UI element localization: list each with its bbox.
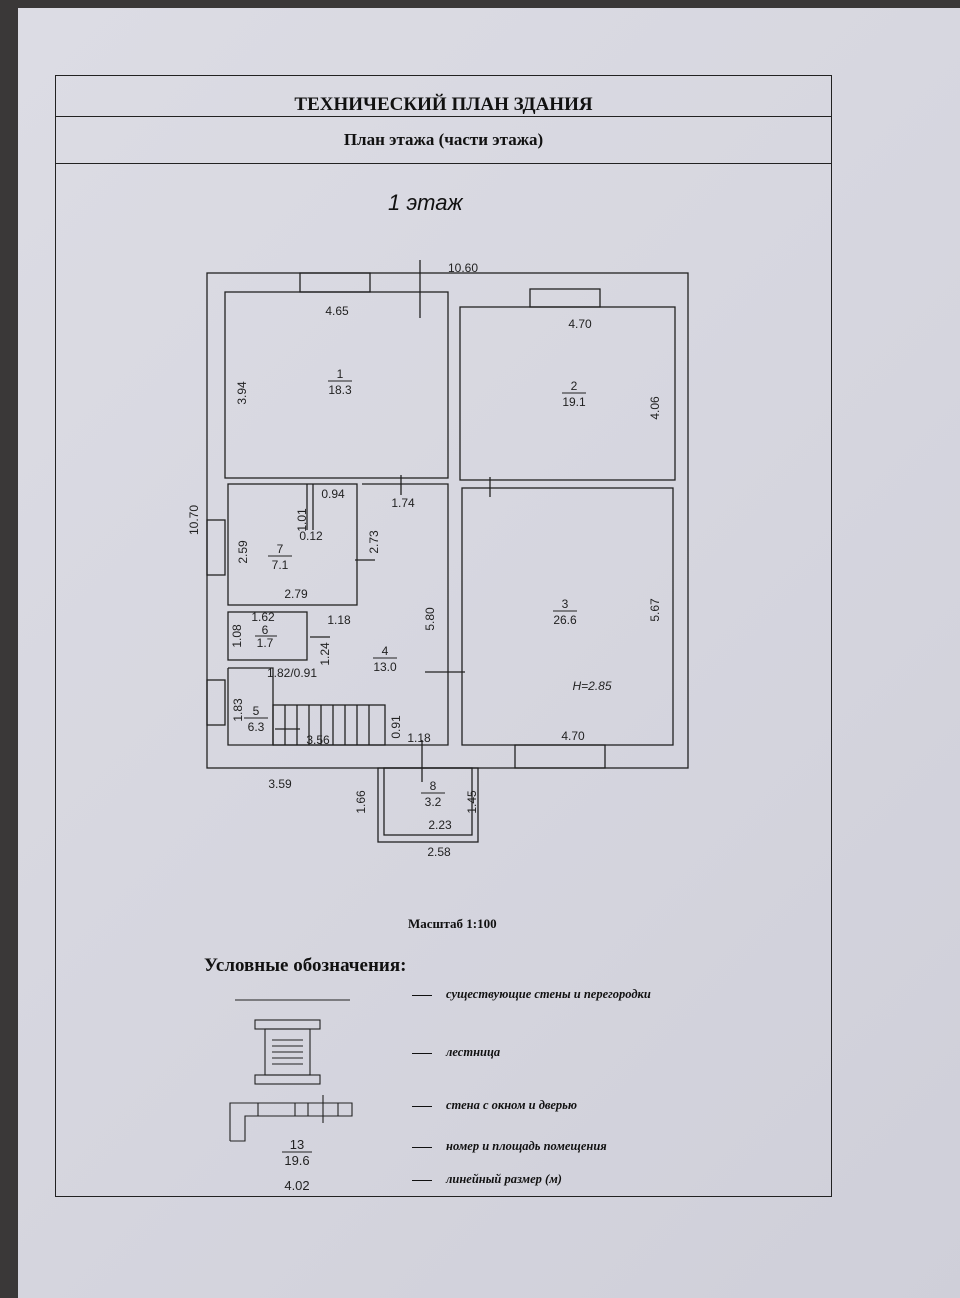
room-7-area: 7.1 <box>272 558 289 572</box>
dim-label: 1.18 <box>407 731 431 745</box>
dim-label: 4.70 <box>568 317 592 331</box>
room-1-number: 1 <box>337 367 344 381</box>
room-4-number: 4 <box>382 644 389 658</box>
dim-label: 1.66 <box>354 790 368 814</box>
dim-label: 1.18 <box>327 613 351 627</box>
room-6-outline <box>227 611 308 661</box>
window-left <box>206 519 226 576</box>
legend-item-dimension: линейный размер (м) <box>412 1172 562 1187</box>
dim-label: 1.83 <box>231 698 245 722</box>
dim-label: 3.59 <box>268 777 292 791</box>
dim-label: 0.12 <box>299 529 323 543</box>
room-3-area: 26.6 <box>553 613 577 627</box>
dim-label: 4.65 <box>325 304 349 318</box>
dim-label: 5.67 <box>648 598 662 622</box>
dim-label: 3.56 <box>306 733 330 747</box>
document-subtitle: План этажа (части этажа) <box>55 117 832 164</box>
walls <box>206 260 689 843</box>
scale-label: Масштаб 1:100 <box>408 916 497 931</box>
document-title: ТЕХНИЧЕСКИЙ ПЛАН ЗДАНИЯ <box>55 75 832 117</box>
room-2-area: 19.1 <box>562 395 586 409</box>
legend-title: Условные обозначения: <box>204 955 407 976</box>
legend-sample-area: 19.6 <box>284 1153 310 1168</box>
page-frame <box>55 75 832 1197</box>
room-6-area: 1.7 <box>257 636 274 650</box>
dim-label: 1.74 <box>391 496 415 510</box>
legend-symbols <box>229 999 353 1153</box>
room-8-area: 3.2 <box>425 795 442 809</box>
window-top-left <box>299 272 371 293</box>
document-page <box>18 8 960 1298</box>
dimension-labels: 10.60 10.70 4.65 3.94 4.70 4.06 0.94 1.0… <box>187 261 662 859</box>
room-1-area: 18.3 <box>328 383 352 397</box>
dim-label: 1.01 <box>295 508 309 532</box>
dim-label: 2.59 <box>236 540 250 564</box>
dim-label: 2.79 <box>284 587 308 601</box>
room-8-outline <box>383 767 473 836</box>
dim-label: 0.91 <box>389 715 403 739</box>
legend-window-door-symbol <box>229 1095 353 1142</box>
room-5-number: 5 <box>253 704 260 718</box>
window-top-right <box>529 288 601 308</box>
dim-label: 1.24 <box>318 642 332 666</box>
dim-label: 4.70 <box>561 729 585 743</box>
dim-overall-height: 10.70 <box>187 505 201 535</box>
room-6-number: 6 <box>262 623 269 637</box>
ceiling-height: H=2.85 <box>572 679 611 693</box>
room-2-number: 2 <box>571 379 578 393</box>
dim-label: 0.94 <box>321 487 345 501</box>
legend-sample-number: 13 <box>289 1137 305 1152</box>
dim-label: 1.45 <box>465 790 479 814</box>
dim-overall-width: 10.60 <box>448 261 478 275</box>
dim-label: 5.80 <box>423 607 437 631</box>
dim-label: 2.23 <box>428 818 452 832</box>
room-labels: 1 18.3 2 19.1 3 26.6 4 13.0 5 6.3 6 1.7 … <box>244 367 586 809</box>
room-3-number: 3 <box>562 597 569 611</box>
room-4-area: 13.0 <box>373 660 397 674</box>
legend-item-walls: существующие стены и перегородки <box>412 987 651 1002</box>
room-7-number: 7 <box>277 542 284 556</box>
room-7-outline <box>227 483 358 606</box>
window-left-lower <box>206 679 226 726</box>
window-bottom <box>514 744 606 769</box>
dim-label: 1.82/0.91 <box>267 666 317 680</box>
legend-sample-dimension: 4.02 <box>284 1178 310 1193</box>
legend-item-room-number: номер и площадь помещения <box>412 1139 607 1154</box>
legend-item-window-door: стена с окном и дверью <box>412 1098 577 1113</box>
dim-label: 4.06 <box>648 396 662 420</box>
dim-label: 1.62 <box>251 610 275 624</box>
dim-label: 3.94 <box>235 381 249 405</box>
stairs <box>272 704 386 746</box>
room-5-area: 6.3 <box>248 720 265 734</box>
legend-item-stairs: лестница <box>412 1045 500 1060</box>
room-8-number: 8 <box>430 779 437 793</box>
dim-label: 1.08 <box>230 624 244 648</box>
dim-label: 2.58 <box>427 845 451 859</box>
dim-label: 2.73 <box>367 530 381 554</box>
floor-label: 1 этаж <box>388 190 463 215</box>
legend-stair-symbol <box>254 1019 321 1085</box>
